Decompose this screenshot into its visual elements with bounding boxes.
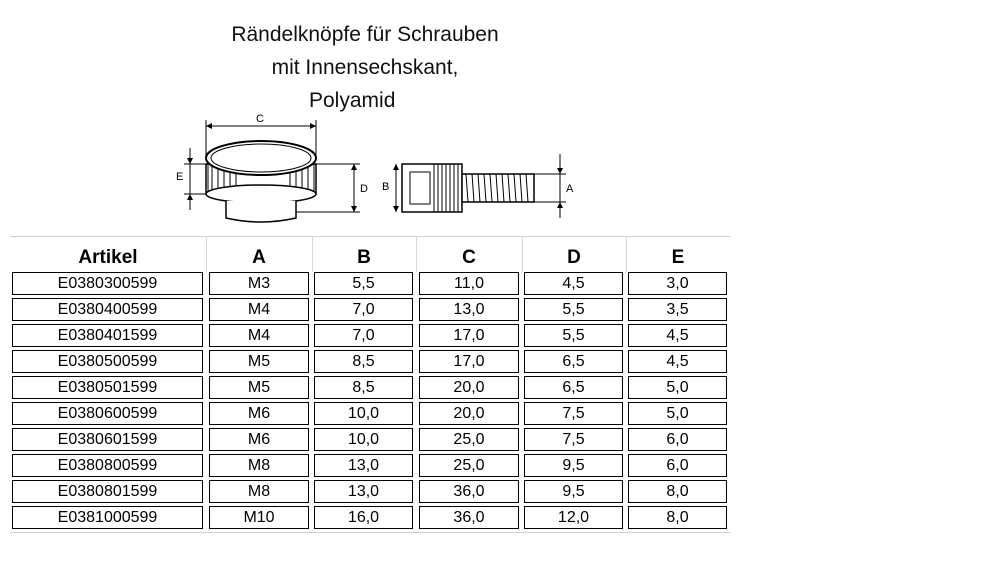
label-d: D	[360, 183, 368, 195]
table-cell-e: 5,0	[628, 376, 727, 399]
screw-drawing: B A	[382, 154, 574, 218]
table-cell-c: 25,0	[419, 454, 519, 477]
table-cell-artikel: E0380801599	[12, 480, 203, 503]
table-cell-c: 20,0	[419, 376, 519, 399]
table-cell-e: 8,0	[628, 506, 727, 529]
document-title: Rändelknöpfe für Schrauben mit Innensech…	[200, 18, 530, 117]
table-top-gridline	[10, 236, 730, 237]
table-cell-b: 5,5	[314, 272, 413, 295]
knob-drawing: C E D	[176, 113, 368, 223]
header-d: D	[567, 247, 581, 268]
technical-drawing: C E D B	[176, 113, 574, 223]
label-b: B	[382, 181, 389, 193]
header-a: A	[252, 247, 266, 268]
title-line-2: mit Innensechskant,	[271, 56, 459, 79]
table-cell-e: 6,0	[628, 454, 727, 477]
label-a: A	[566, 183, 574, 195]
table-cell-artikel: E0380800599	[12, 454, 203, 477]
table-cell-c: 13,0	[419, 298, 519, 321]
table-cell-a: M8	[209, 454, 309, 477]
table-cell-e: 4,5	[628, 350, 727, 373]
header-b: B	[357, 247, 371, 268]
column-gridline	[206, 236, 207, 272]
table-cell-e: 3,0	[628, 272, 727, 295]
table-cell-artikel: E0380300599	[12, 272, 203, 295]
table-cell-d: 12,0	[524, 506, 623, 529]
table-cell-d: 9,5	[524, 454, 623, 477]
table-cell-c: 20,0	[419, 402, 519, 425]
label-e: E	[176, 171, 183, 183]
table-cell-a: M5	[209, 376, 309, 399]
table-cell-c: 36,0	[419, 506, 519, 529]
table-cell-artikel: E0380401599	[12, 324, 203, 347]
table-cell-a: M10	[209, 506, 309, 529]
table-cell-artikel: E0380400599	[12, 298, 203, 321]
table-cell-c: 17,0	[419, 350, 519, 373]
table-cell-e: 4,5	[628, 324, 727, 347]
label-c: C	[256, 113, 264, 125]
table-cell-d: 4,5	[524, 272, 623, 295]
table-cell-b: 13,0	[314, 454, 413, 477]
table-cell-artikel: E0381000599	[12, 506, 203, 529]
table-cell-artikel: E0380600599	[12, 402, 203, 425]
column-gridline	[522, 236, 523, 272]
table-cell-a: M5	[209, 350, 309, 373]
column-gridline	[312, 236, 313, 272]
table-cell-e: 5,0	[628, 402, 727, 425]
table-cell-e: 6,0	[628, 428, 727, 451]
table-cell-d: 6,5	[524, 376, 623, 399]
column-gridline	[626, 236, 627, 272]
table-cell-b: 8,5	[314, 376, 413, 399]
table-cell-d: 6,5	[524, 350, 623, 373]
table-cell-a: M4	[209, 298, 309, 321]
table-cell-c: 36,0	[419, 480, 519, 503]
table-cell-e: 3,5	[628, 298, 727, 321]
table-cell-e: 8,0	[628, 480, 727, 503]
table-cell-c: 17,0	[419, 324, 519, 347]
title-line-3: Polyamid	[309, 89, 396, 112]
table-cell-b: 10,0	[314, 402, 413, 425]
table-cell-b: 7,0	[314, 324, 413, 347]
table-cell-a: M3	[209, 272, 309, 295]
table-cell-a: M6	[209, 402, 309, 425]
table-cell-d: 5,5	[524, 324, 623, 347]
table-cell-a: M4	[209, 324, 309, 347]
header-e: E	[671, 247, 685, 268]
table-cell-artikel: E0380601599	[12, 428, 203, 451]
table-cell-d: 7,5	[524, 402, 623, 425]
table-cell-c: 11,0	[419, 272, 519, 295]
table-cell-b: 13,0	[314, 480, 413, 503]
table-cell-b: 16,0	[314, 506, 413, 529]
table-cell-b: 8,5	[314, 350, 413, 373]
table-cell-b: 7,0	[314, 298, 413, 321]
table-bottom-gridline	[10, 532, 730, 533]
header-c: C	[462, 247, 476, 268]
table-cell-d: 9,5	[524, 480, 623, 503]
table-cell-d: 5,5	[524, 298, 623, 321]
table-cell-artikel: E0380500599	[12, 350, 203, 373]
table-cell-c: 25,0	[419, 428, 519, 451]
column-gridline	[416, 236, 417, 272]
table-cell-artikel: E0380501599	[12, 376, 203, 399]
table-cell-d: 7,5	[524, 428, 623, 451]
table-cell-a: M6	[209, 428, 309, 451]
header-artikel: Artikel	[78, 247, 138, 268]
title-line-1: Rändelknöpfe für Schrauben	[231, 23, 499, 46]
table-cell-b: 10,0	[314, 428, 413, 451]
table-cell-a: M8	[209, 480, 309, 503]
